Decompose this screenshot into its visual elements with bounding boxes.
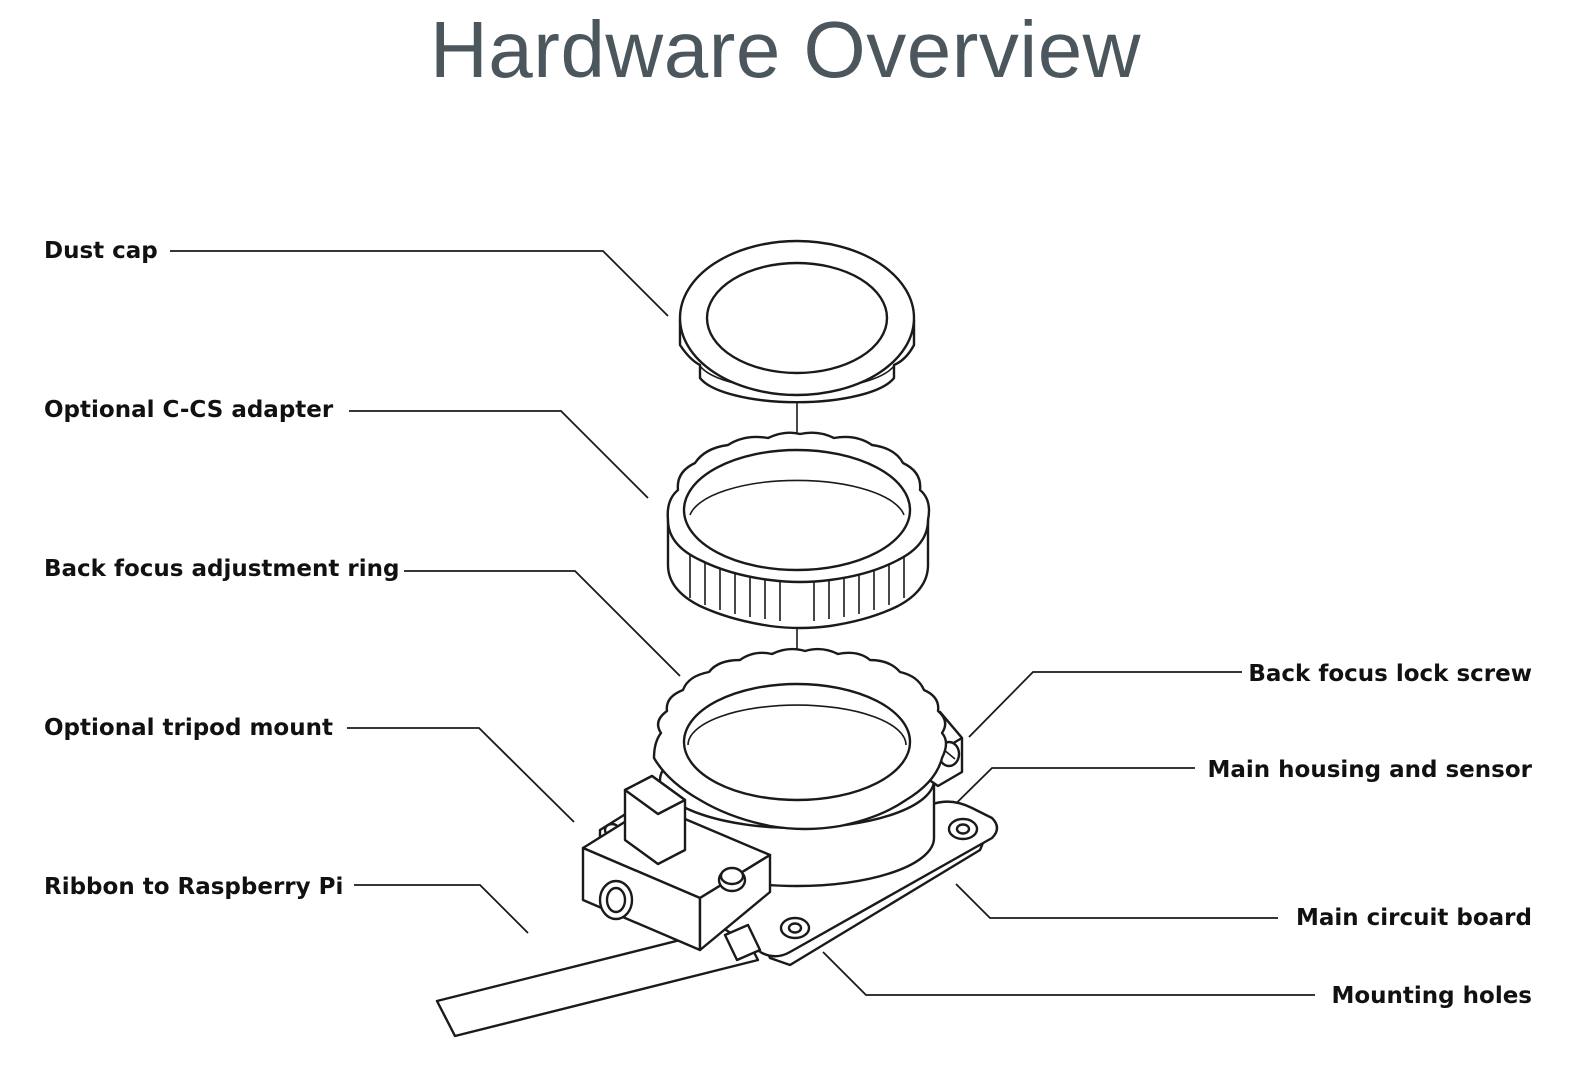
label-ribbon: Ribbon to Raspberry Pi <box>44 874 343 900</box>
label-tripod-mount: Optional tripod mount <box>44 715 333 741</box>
leader-mounting-holes <box>822 951 1315 996</box>
label-dust-cap: Dust cap <box>44 238 158 264</box>
leader-tripod-mount <box>347 727 575 823</box>
ribbon-cable <box>435 923 760 1038</box>
leader-c-cs-adapter <box>349 410 649 499</box>
label-back-focus-ring: Back focus adjustment ring <box>44 556 399 582</box>
tripod-hole-icon <box>598 879 634 921</box>
label-c-cs-adapter: Optional C-CS adapter <box>44 397 334 423</box>
mounting-hole-icon <box>947 817 979 841</box>
tripod-mount <box>581 774 772 952</box>
page-title: Hardware Overview <box>430 5 1141 94</box>
leader-back-focus-ring <box>404 570 681 677</box>
leader-ribbon <box>354 884 529 934</box>
c-cs-adapter <box>666 431 931 630</box>
back-focus-ring <box>652 647 948 831</box>
label-lock-screw: Back focus lock screw <box>1248 661 1532 687</box>
label-mounting-holes: Mounting holes <box>1331 983 1532 1009</box>
dust-cap <box>678 239 916 404</box>
label-circuit-board: Main circuit board <box>1296 905 1532 931</box>
mounting-hole-icon <box>779 916 811 940</box>
leader-lock-screw <box>968 671 1242 738</box>
leader-circuit-board <box>955 883 1278 919</box>
leader-dust-cap <box>170 250 669 317</box>
label-main-housing: Main housing and sensor <box>1207 757 1532 783</box>
tripod-screw-icon <box>717 866 747 893</box>
